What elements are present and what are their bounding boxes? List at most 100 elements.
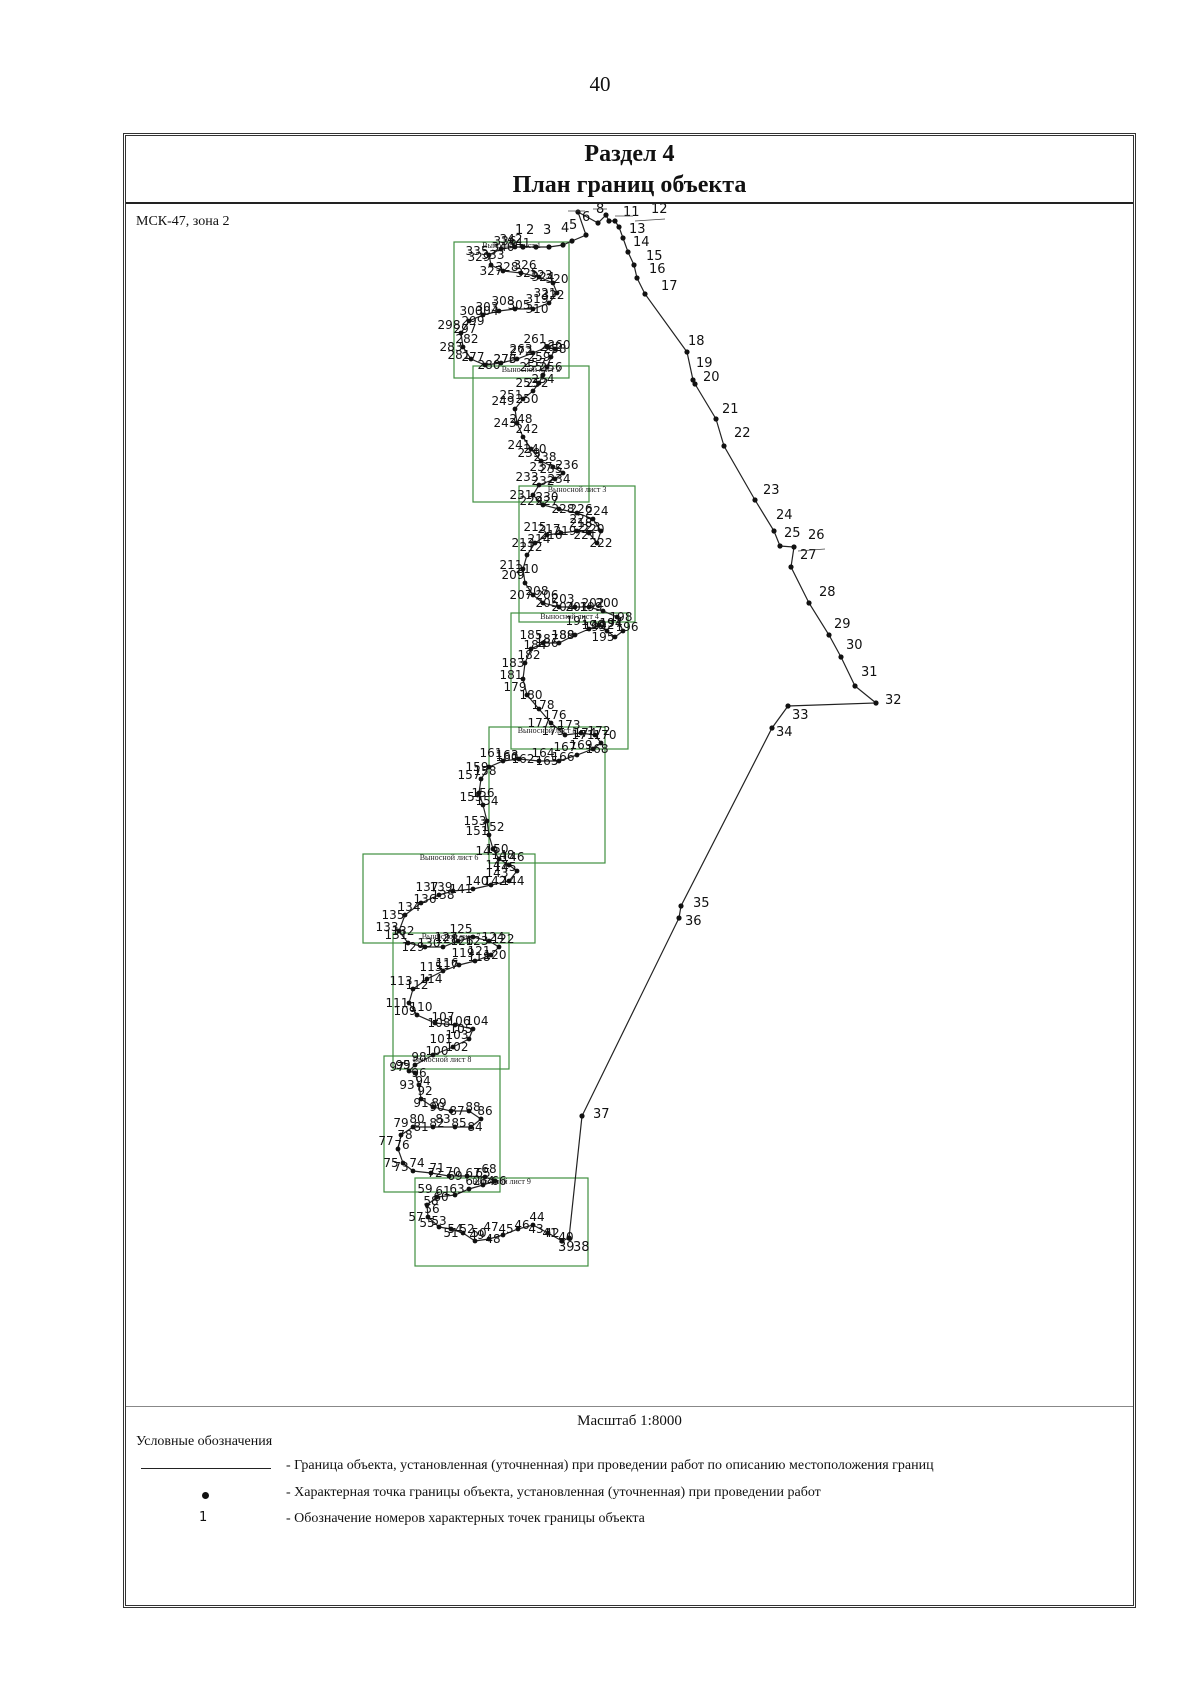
point-label-197: 197 [600,616,623,630]
river-point-35 [412,1070,418,1076]
point-label-219: 219 [554,524,577,538]
river-point-106 [540,600,546,606]
point-label-191: 191 [566,614,589,628]
sheet-frame-9 [414,1177,589,1267]
point-label-51: 51 [443,1226,458,1240]
river-point-57 [422,944,428,950]
point-label-323: 323 [530,268,553,282]
river-point-33 [418,1096,424,1102]
point-label-18: 18 [688,334,705,349]
point-label-204: 204 [552,600,575,614]
river-point-131 [512,406,518,412]
river-point-145 [460,344,466,350]
point-label-4: 4 [561,221,569,236]
legend-line-symbol [136,1456,276,1478]
point-label-57: 57 [408,1210,423,1224]
river-point-134 [536,380,542,386]
point-label-172: 172 [588,724,611,738]
point-label-165: 165 [536,754,559,768]
legend-dot-symbol [136,1483,276,1505]
point-label-26: 26 [808,528,825,543]
point-label-37: 37 [593,1107,610,1122]
river-point-93 [540,640,546,646]
point-label-181: 181 [500,668,523,682]
point-label-101: 101 [430,1032,453,1046]
point-label-209: 209 [502,568,525,582]
point-label-113: 113 [390,974,413,988]
point-label-20: 20 [703,370,720,385]
boundary-point-8 [595,220,601,226]
river-point-152 [546,300,552,306]
point-label-153: 153 [464,814,487,828]
river-point-64 [470,886,476,892]
point-label-202: 202 [582,596,605,610]
point-label-66: 66 [491,1174,506,1188]
river-point-115 [586,530,592,536]
river-point-91 [522,660,528,666]
title-box: Раздел 4 План границ объекта [126,136,1133,204]
legend-item-number: 1 - Обозначение номеров характерных точе… [136,1509,1126,1531]
label-leader-3 [634,218,666,222]
point-label-281: 281 [448,348,471,362]
boundary-point-19 [690,377,696,383]
point-label-210: 210 [516,562,539,576]
river-point-49 [456,962,462,968]
river-point-62 [436,892,442,898]
river-point-144 [468,356,474,362]
point-label-205: 205 [536,596,559,610]
river-point-75 [478,776,484,782]
river-point-116 [594,540,600,546]
point-label-76: 76 [394,1138,409,1152]
river-point-142 [498,360,504,366]
point-label-54: 54 [447,1222,462,1236]
river-point-39 [450,1044,456,1050]
point-label-259: 259 [528,350,551,364]
point-label-69: 69 [447,1169,462,1183]
point-label-282: 282 [456,332,479,346]
river-point-1 [545,1230,551,1236]
point-label-193: 193 [584,620,607,634]
sheet-frame-2 [472,365,590,503]
point-label-47: 47 [483,1220,498,1234]
river-point-149 [496,308,502,314]
point-label-142: 142 [484,874,507,888]
point-label-75: 75 [383,1156,398,1170]
river-point-120 [556,506,562,512]
river-point-28 [468,1124,474,1130]
point-label-297: 297 [454,322,477,336]
point-label-134: 134 [398,900,421,914]
point-label-320: 320 [546,272,569,286]
point-label-71: 71 [429,1161,444,1175]
river-point-23 [395,1146,401,1152]
sheet-frame-6 [362,853,536,944]
point-label-116: 116 [436,956,459,970]
river-point-51 [488,952,494,958]
point-label-272: 272 [510,344,533,358]
boundary-point-23 [752,497,758,503]
point-label-263: 263 [510,342,533,356]
river-point-141 [514,356,520,362]
sheet-label-8: Выносной лист 8 [413,1055,472,1064]
point-label-43: 43 [528,1222,543,1236]
point-label-132: 132 [392,924,415,938]
point-label-167: 167 [554,740,577,754]
point-label-300: 300 [460,304,483,318]
point-label-216: 216 [540,528,563,542]
point-label-137: 137 [416,880,439,894]
point-label-333: 333 [482,248,505,262]
point-label-166: 166 [552,750,575,764]
point-label-80: 80 [409,1112,424,1126]
point-label-189: 189 [552,628,575,642]
river-point-40 [466,1036,472,1042]
river-point-18 [464,1173,470,1179]
river-point-27 [452,1124,458,1130]
river-point-30 [466,1108,472,1114]
river-point-118 [590,516,596,522]
point-label-228: 228 [552,502,575,516]
point-label-29: 29 [834,617,851,632]
river-point-4 [500,1232,506,1238]
boundary-point-26 [791,544,797,550]
point-label-174: 174 [574,726,597,740]
point-label-201: 201 [566,600,589,614]
point-label-87: 87 [449,1104,464,1118]
